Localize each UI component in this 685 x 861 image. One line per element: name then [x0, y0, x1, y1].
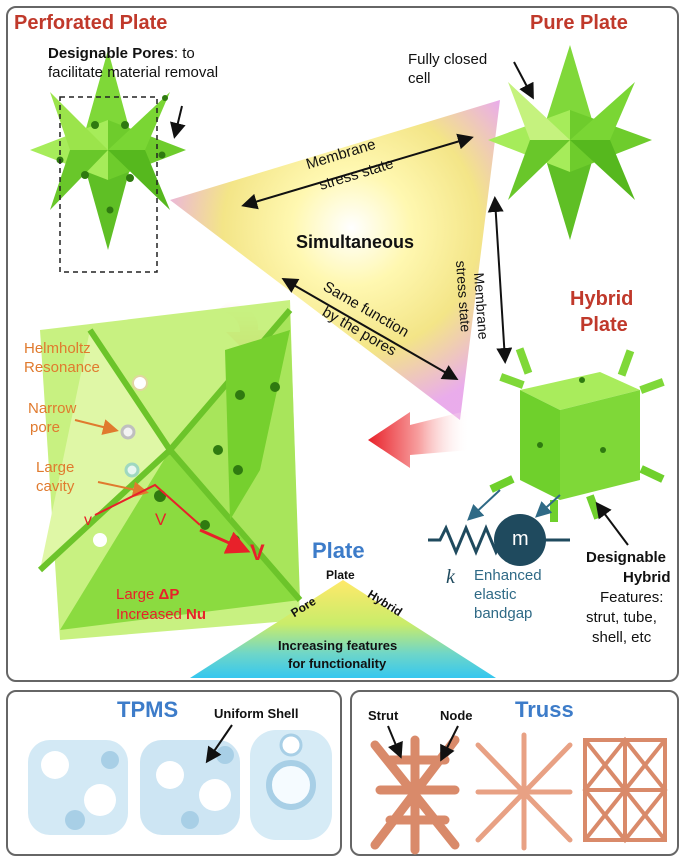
triangle-apex-label: Plate [326, 568, 355, 582]
designable-pores-bold: Designable Pores [48, 45, 174, 62]
closed-cell-pointer [513, 61, 534, 100]
narrow-pore-line1: Narrow [28, 400, 77, 417]
same-function-arrow [281, 278, 459, 380]
flow-arrow-big [199, 528, 251, 554]
hybrid-plate-model [489, 347, 665, 522]
designable-pores-rest: : to [173, 45, 195, 62]
membrane-right-arrow [487, 196, 513, 364]
designable-pores-label: Designable Pores: to [48, 44, 195, 63]
perforated-plate-model [30, 50, 186, 250]
hybrid-plate-title-line2: Plate [580, 314, 628, 336]
fully-closed-line1: Fully closed [408, 51, 488, 68]
designable-hybrid-line2: Hybrid [623, 569, 671, 586]
fully-closed-line2: cell [408, 70, 431, 87]
enhanced-line2: elastic [474, 586, 517, 603]
tpms-structures [28, 730, 332, 840]
function-triangle [190, 580, 496, 678]
features-line2: strut, tube, [586, 609, 657, 626]
velocity-small: v [84, 512, 92, 529]
narrow-pore-pointer [74, 419, 119, 435]
mass-label: m [512, 528, 529, 550]
enhanced-line1: Enhanced [474, 567, 542, 584]
mass-circle [494, 514, 546, 566]
truss-structure-2 [475, 732, 573, 851]
velocity-mid: V [155, 510, 167, 529]
plate-category-title: Plate [312, 538, 365, 563]
pure-plate-title: Pure Plate [530, 12, 628, 34]
hybrid-plate-title-line1: Hybrid [570, 288, 634, 310]
uniform-shell-label: Uniform Shell [214, 706, 299, 721]
large-dp-label: Large ΔP [116, 586, 179, 603]
features-line1: Features: [600, 589, 664, 606]
hybrid-to-spring-left [467, 489, 501, 521]
truss-title: Truss [515, 697, 574, 722]
designable-pores-line2: facilitate material removal [48, 64, 219, 81]
increased-nu-label: Increased Nu [116, 606, 206, 623]
node-label: Node [440, 708, 473, 723]
hybrid-to-spring-right [535, 494, 561, 518]
nusselt: Nu [186, 606, 207, 623]
strut-pointer [387, 725, 403, 759]
zoomed-perforated-model [37, 300, 303, 640]
designable-hybrid-line1: Designable [586, 549, 667, 566]
features-line3: shell, etc [592, 629, 652, 646]
spring-mass-model [428, 514, 570, 566]
truss-structure-1 [370, 735, 460, 855]
tpms-structure-1 [28, 740, 128, 835]
helmholtz-line1: Helmholtz [24, 340, 91, 357]
red-left-arrow [368, 410, 470, 468]
flow-path [94, 483, 201, 526]
narrow-pore-line2: pore [30, 419, 61, 436]
large-prefix: Large [116, 586, 159, 603]
truss-structure-3 [582, 736, 668, 844]
perforated-plate-title: Perforated Plate [14, 12, 168, 34]
strut-label: Strut [368, 708, 399, 723]
large-cavity-line2: cavity [36, 478, 75, 495]
tpms-structure-3 [250, 730, 332, 840]
helmholtz-line2: Resonance [24, 359, 100, 376]
simultaneous-label: Simultaneous [296, 232, 415, 252]
triangle-center-line2: for functionality [288, 656, 387, 671]
stiffness-label: k [446, 566, 455, 588]
node-pointer [440, 725, 459, 762]
designable-hybrid-pointer [595, 501, 629, 546]
tpms-title: TPMS [117, 697, 179, 722]
triangle-center-line1: Increasing features [278, 638, 398, 653]
increased-prefix: Increased [116, 606, 187, 623]
large-cavity-line1: Large [36, 459, 75, 476]
enhanced-line3: bandgap [474, 605, 533, 622]
truss-structures [370, 732, 668, 855]
cavity-pointer [97, 481, 149, 498]
uniform-shell-pointer [205, 724, 233, 764]
velocity-big: V [250, 540, 265, 565]
delta-p: ΔP [158, 586, 180, 603]
pores-pointer [170, 105, 186, 139]
pure-plate-model [488, 45, 652, 240]
tpms-structure-2 [140, 740, 240, 835]
pore-highlight-box [59, 96, 158, 273]
membrane-top-arrow [241, 133, 474, 210]
